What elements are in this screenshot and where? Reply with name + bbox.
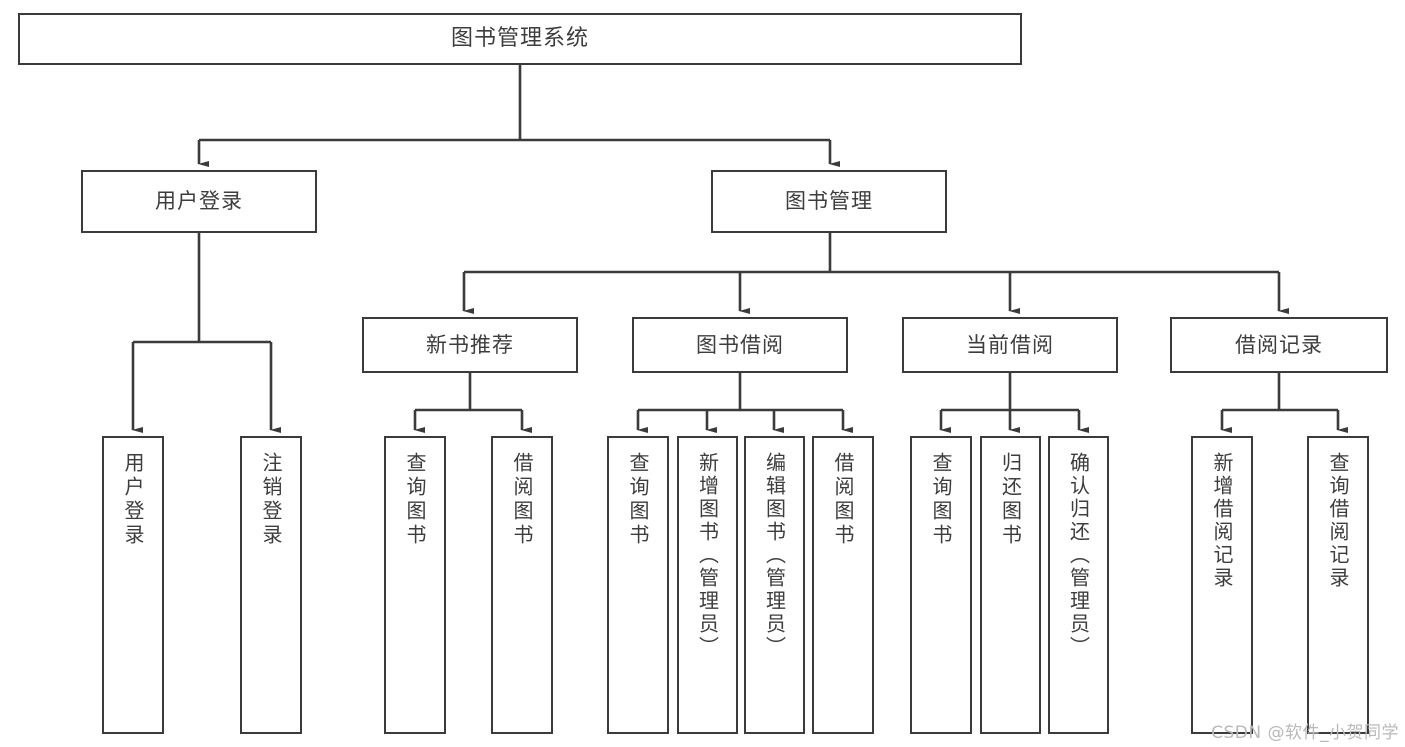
node-current-borrow[interactable]: 当前借阅	[902, 317, 1118, 373]
node-label: 借阅记录	[1235, 332, 1323, 357]
leaf-confirm-return-admin[interactable]: 确认归还（管理员）	[1048, 436, 1109, 734]
node-label: 当前借阅	[966, 332, 1054, 357]
leaf-borrow-book-recommend[interactable]: 借阅图书	[491, 436, 553, 734]
node-book-borrow[interactable]: 图书借阅	[632, 317, 848, 373]
node-book-management[interactable]: 图书管理	[711, 170, 947, 233]
leaf-query-book-borrow[interactable]: 查询图书	[607, 436, 669, 734]
node-label: 图书管理	[785, 189, 873, 214]
node-label: 查询图书	[929, 452, 953, 548]
node-label: 用户登录	[155, 189, 243, 214]
node-label: 借阅图书	[510, 452, 534, 548]
node-label: 查询图书	[626, 452, 650, 548]
leaf-query-book-current[interactable]: 查询图书	[910, 436, 972, 734]
node-label: 注销登录	[259, 452, 283, 548]
node-label: 编辑图书（管理员）	[762, 452, 787, 659]
leaf-edit-book-admin[interactable]: 编辑图书（管理员）	[744, 436, 805, 734]
node-label: 新增借阅记录	[1210, 452, 1234, 590]
leaf-user-login[interactable]: 用户登录	[102, 436, 164, 734]
leaf-query-borrow-record[interactable]: 查询借阅记录	[1307, 436, 1369, 734]
node-borrow-record[interactable]: 借阅记录	[1170, 317, 1388, 373]
node-label: 确认归还（管理员）	[1066, 452, 1091, 659]
leaf-return-book[interactable]: 归还图书	[980, 436, 1041, 734]
leaf-borrow-book[interactable]: 借阅图书	[812, 436, 874, 734]
leaf-logout[interactable]: 注销登录	[240, 436, 302, 734]
node-label: 查询图书	[403, 452, 427, 548]
leaf-query-book-recommend[interactable]: 查询图书	[384, 436, 446, 734]
node-new-book-recommend[interactable]: 新书推荐	[362, 317, 578, 373]
node-label: 查询借阅记录	[1326, 452, 1350, 590]
node-label: 图书借阅	[696, 332, 784, 357]
node-label: 图书管理系统	[450, 26, 589, 52]
node-label: 新增图书（管理员）	[695, 452, 720, 659]
node-root-system[interactable]: 图书管理系统	[18, 13, 1022, 65]
leaf-add-borrow-record[interactable]: 新增借阅记录	[1191, 436, 1253, 734]
node-label: 新书推荐	[426, 332, 514, 357]
watermark-text: CSDN @软件_小贺同学	[1211, 723, 1399, 743]
node-label: 用户登录	[121, 452, 145, 548]
node-label: 归还图书	[998, 452, 1023, 548]
leaf-add-book-admin[interactable]: 新增图书（管理员）	[677, 436, 738, 734]
node-user-login[interactable]: 用户登录	[81, 170, 317, 233]
node-label: 借阅图书	[831, 452, 855, 548]
